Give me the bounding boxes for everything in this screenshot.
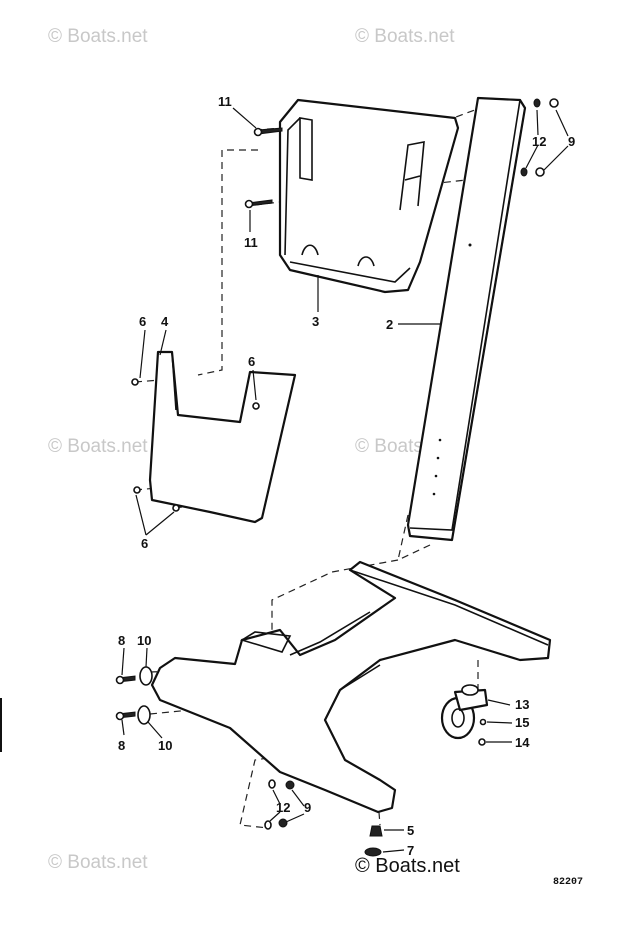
callout-8-upper: 8 bbox=[118, 633, 125, 648]
callout-5: 5 bbox=[407, 823, 414, 838]
callout-6-lower: 6 bbox=[141, 536, 148, 551]
callout-6-upper-right: 6 bbox=[248, 354, 255, 369]
callout-6-upper-left: 6 bbox=[139, 314, 146, 329]
callout-9-upper: 9 bbox=[568, 134, 575, 149]
watermark-bottom-right: © Boats.net bbox=[355, 855, 460, 877]
base-frame bbox=[150, 560, 552, 814]
callout-10-upper: 10 bbox=[137, 633, 151, 648]
caster-wheel bbox=[440, 684, 489, 740]
callout-4: 4 bbox=[161, 314, 169, 329]
callout-11-lower: 11 bbox=[244, 235, 258, 250]
callout-11-upper: 11 bbox=[218, 94, 232, 109]
callout-12-lower: 12 bbox=[276, 800, 290, 815]
leader-lines bbox=[121, 107, 569, 853]
callout-2: 2 bbox=[386, 317, 393, 332]
watermark-mid-left: © Boats.net bbox=[48, 436, 148, 457]
hardware bbox=[115, 98, 559, 857]
watermarks: © Boats.net © Boats.net © Boats.net © Bo… bbox=[48, 26, 460, 877]
watermark-top-right: © Boats.net bbox=[355, 26, 455, 47]
part-4-bracket bbox=[148, 350, 297, 524]
part-2-column bbox=[406, 96, 527, 542]
callout-13: 13 bbox=[515, 697, 529, 712]
callout-15: 15 bbox=[515, 715, 529, 730]
callout-12-upper: 12 bbox=[532, 134, 546, 149]
callout-10-lower: 10 bbox=[158, 738, 172, 753]
callout-14: 14 bbox=[515, 735, 530, 750]
watermark-top-left: © Boats.net bbox=[48, 26, 148, 47]
callout-8-lower: 8 bbox=[118, 738, 125, 753]
part-3-bracket bbox=[278, 98, 460, 294]
callouts: 11 11 12 9 3 2 4 6 6 6 8 10 8 10 13 15 1… bbox=[118, 94, 575, 858]
callout-3: 3 bbox=[312, 314, 319, 329]
callout-9-lower: 9 bbox=[304, 800, 311, 815]
callout-7: 7 bbox=[407, 843, 414, 858]
watermark-bottom-left: © Boats.net bbox=[48, 852, 148, 873]
figure-code: 82207 bbox=[553, 877, 583, 888]
edge-mark bbox=[0, 698, 2, 752]
